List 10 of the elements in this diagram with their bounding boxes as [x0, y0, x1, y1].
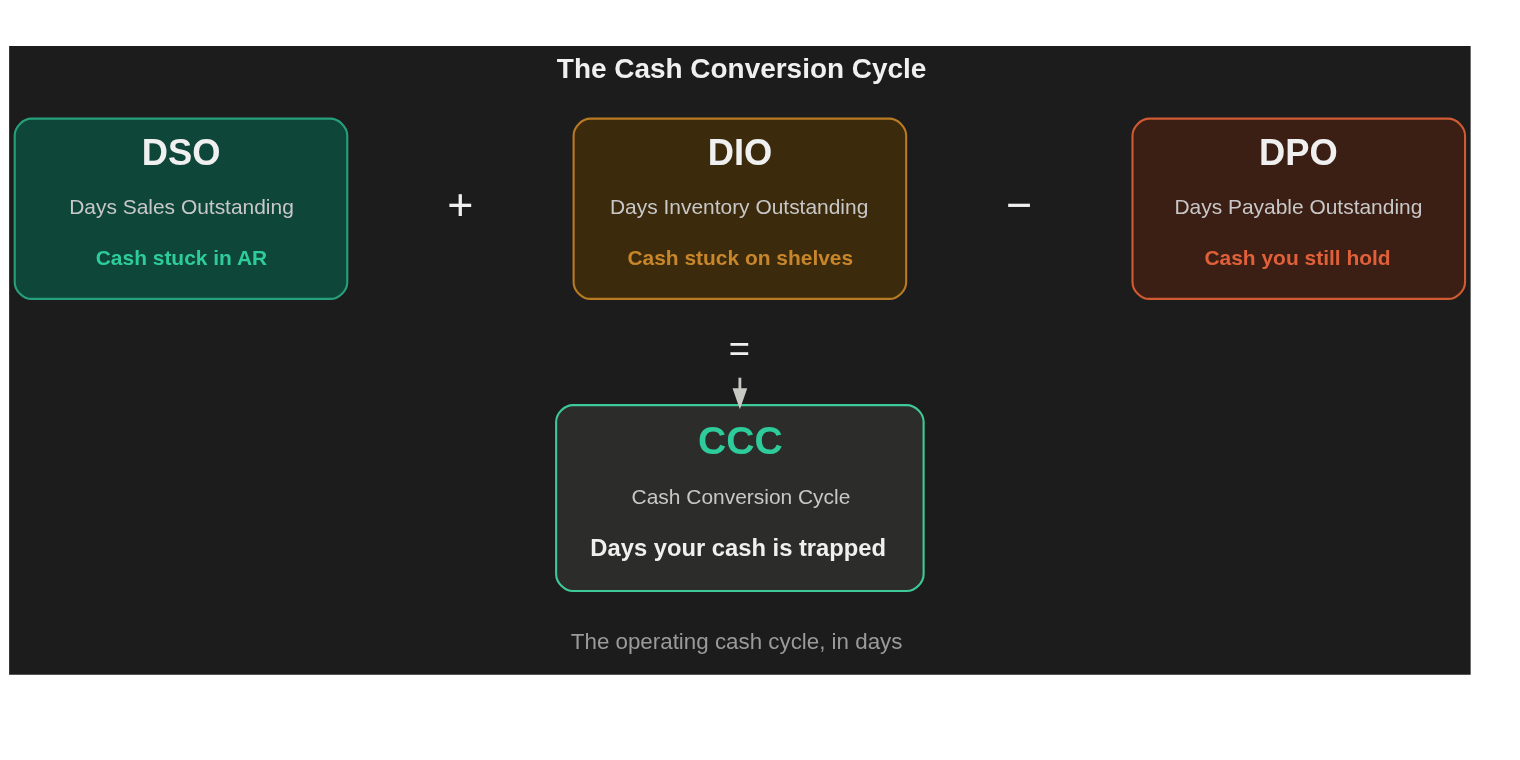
- caption: The operating cash cycle, in days: [570, 628, 903, 654]
- node-box: DIO Days Inventory Outstanding Cash stuck on shelves: [572, 117, 908, 300]
- node-box: DPO Days Payable Outstanding Cash you still hold: [1131, 117, 1467, 300]
- node-text: =: [728, 327, 750, 369]
- label: −: [1006, 179, 1033, 229]
- node-box: CCC Cash Conversion Cycle Days your cash is trapped: [555, 403, 925, 592]
- node-box: DSO Days Sales Outstanding Cash stuck in AR: [13, 117, 349, 300]
- label: +: [447, 179, 474, 229]
- diagram-title: The Cash Conversion Cycle: [556, 52, 927, 84]
- arrow: [732, 377, 748, 409]
